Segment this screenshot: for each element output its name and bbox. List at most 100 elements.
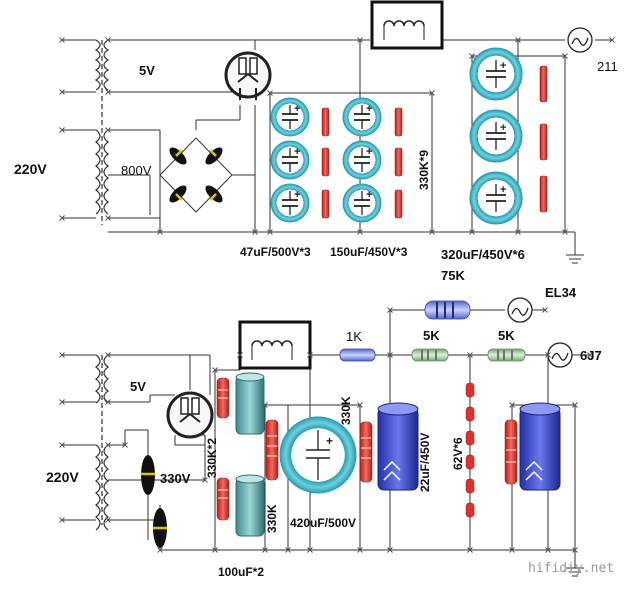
label-420uf: 420uF/500V	[290, 516, 357, 530]
label-el34: EL34	[545, 285, 577, 300]
junction-x	[285, 547, 291, 553]
label-330k9: 330K*9	[417, 149, 431, 190]
junction-x	[59, 37, 65, 43]
tube-el34-symbol	[507, 297, 533, 323]
resistor-bands	[218, 389, 516, 499]
junction-x	[542, 307, 548, 313]
junction-x	[562, 229, 568, 235]
junction-x	[429, 90, 435, 96]
bridge-rectifier	[159, 137, 233, 213]
junction-x	[387, 307, 393, 313]
label-47uf: 47uF/500V*3	[240, 245, 311, 259]
junction-x	[59, 399, 65, 405]
label-100uf2: 100uF*2	[218, 565, 265, 579]
label-1k: 1K	[346, 329, 362, 344]
junction-x	[105, 352, 111, 358]
top-transformer	[94, 39, 110, 225]
cap-420uf: +	[279, 416, 357, 494]
cap-plus-sign: +	[294, 103, 300, 115]
junction-x	[509, 547, 515, 553]
junction-x	[105, 442, 111, 448]
label-5k-a: 5K	[423, 328, 440, 343]
tube-6j7-symbol	[547, 342, 573, 368]
label-bottom-220v: 220V	[46, 469, 79, 485]
junction-x	[267, 90, 273, 96]
junction-x	[105, 399, 111, 405]
junction-x	[59, 442, 65, 448]
junction-x	[357, 402, 363, 408]
cap-plus-sign: +	[500, 60, 506, 72]
junction-x	[387, 547, 393, 553]
junction-x	[59, 89, 65, 95]
junction-x	[357, 37, 363, 43]
horizontal-resistors	[339, 300, 526, 362]
junction-x	[157, 547, 163, 553]
junction-x	[267, 229, 273, 235]
bottom-transformer	[95, 354, 109, 531]
junction-x	[562, 53, 568, 59]
junction-x	[105, 127, 111, 133]
cap-plus-sign: +	[500, 122, 506, 134]
junction-x	[237, 352, 243, 358]
cap-bank-320uf	[469, 47, 523, 225]
teal-capacitors	[235, 372, 265, 537]
label-5k-b: 5K	[498, 328, 515, 343]
junction-x	[515, 229, 521, 235]
junction-x	[357, 229, 363, 235]
label-75k: 75K	[441, 268, 465, 283]
junction-x	[212, 367, 218, 373]
label-150uf: 150uF/450V*3	[330, 245, 408, 259]
junction-x	[357, 547, 363, 553]
junction-x	[59, 352, 65, 358]
bottom-wiring	[62, 309, 590, 577]
label-top-800v: 800V	[121, 163, 152, 178]
junction-x	[262, 547, 268, 553]
junction-x	[467, 547, 473, 553]
junction-x	[105, 37, 111, 43]
junction-x	[307, 547, 313, 553]
junction-x	[262, 402, 268, 408]
top-resistors	[321, 65, 548, 219]
junction-x	[202, 477, 208, 483]
junction-x	[105, 517, 111, 523]
label-320uf: 320uF/450V*6	[441, 247, 525, 262]
junction-x	[545, 352, 551, 358]
label-330v: 330V	[160, 471, 191, 486]
junction-x	[467, 352, 473, 358]
junction-x	[587, 352, 593, 358]
junction-x	[469, 229, 475, 235]
top-rectifier-tube	[224, 51, 272, 100]
junction-x	[572, 547, 578, 553]
junction-x	[59, 215, 65, 221]
watermark: hifidiy.net	[528, 561, 615, 576]
junction-x	[157, 229, 163, 235]
zener-string	[465, 382, 475, 518]
cap-bank-150uf	[342, 97, 382, 223]
cap-plus-sign: +	[366, 146, 372, 158]
tube-211-symbol	[567, 27, 593, 53]
junction-markers	[59, 37, 615, 553]
diodes	[141, 455, 167, 548]
junction-x	[429, 229, 435, 235]
label-330k2: 330K*2	[205, 437, 219, 478]
label-top-220v: 220V	[14, 161, 47, 177]
junction-x	[105, 89, 111, 95]
junction-x	[59, 517, 65, 523]
junction-x	[59, 127, 65, 133]
cap-plus-sign: +	[500, 184, 506, 196]
junction-x	[515, 37, 521, 43]
svg-text:+: +	[326, 434, 333, 448]
junction-x	[545, 547, 551, 553]
label-bottom-5v: 5V	[130, 379, 146, 394]
bottom-rectifier-tube	[166, 391, 214, 439]
cap-plus-sign: +	[294, 146, 300, 158]
junction-x	[387, 352, 393, 358]
label-22uf: 22uF/450V	[418, 432, 432, 492]
junction-x	[212, 547, 218, 553]
label-330k-b: 330K	[265, 504, 279, 533]
top-choke	[370, 0, 444, 50]
label-6j7: 6J7	[580, 348, 602, 363]
label-top-5v: 5V	[139, 63, 155, 78]
